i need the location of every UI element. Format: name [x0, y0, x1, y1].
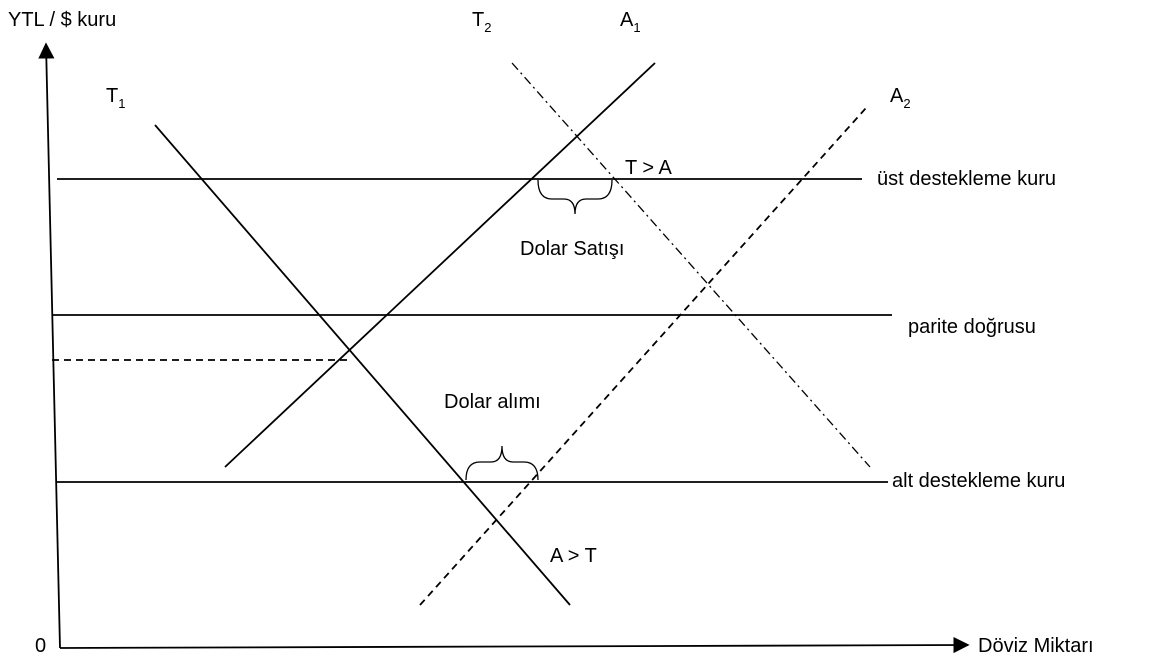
dollar-purchase-brace — [465, 445, 539, 481]
dollar-sale-brace — [537, 179, 613, 215]
x-axis — [59, 636, 970, 654]
y-axis — [38, 42, 61, 649]
dollar-sale-label: Dolar Satışı — [520, 238, 624, 260]
demand-curve-t2 — [511, 62, 871, 468]
t1-label: T1 — [106, 85, 125, 111]
t-greater-a-label: T > A — [625, 157, 673, 179]
t2-label: T2 — [472, 9, 491, 35]
upper-support-label: üst destekleme kuru — [877, 168, 1056, 190]
a2-label: A2 — [890, 85, 911, 111]
a-greater-t-label: A > T — [550, 545, 597, 567]
dollar-purchase-label: Dolar alımı — [444, 391, 541, 413]
a1-label: A1 — [620, 9, 641, 35]
parity-label: parite doğrusu — [908, 316, 1036, 338]
x-axis-label: Döviz Miktarı — [978, 635, 1094, 657]
supply-curve-a2 — [419, 107, 867, 606]
demand-curve-t1 — [154, 124, 571, 606]
origin-label: 0 — [35, 635, 46, 657]
y-axis-label: YTL / $ kuru — [8, 9, 116, 31]
supply-curve-a1 — [224, 62, 656, 468]
lower-support-label: alt destekleme kuru — [892, 470, 1065, 492]
